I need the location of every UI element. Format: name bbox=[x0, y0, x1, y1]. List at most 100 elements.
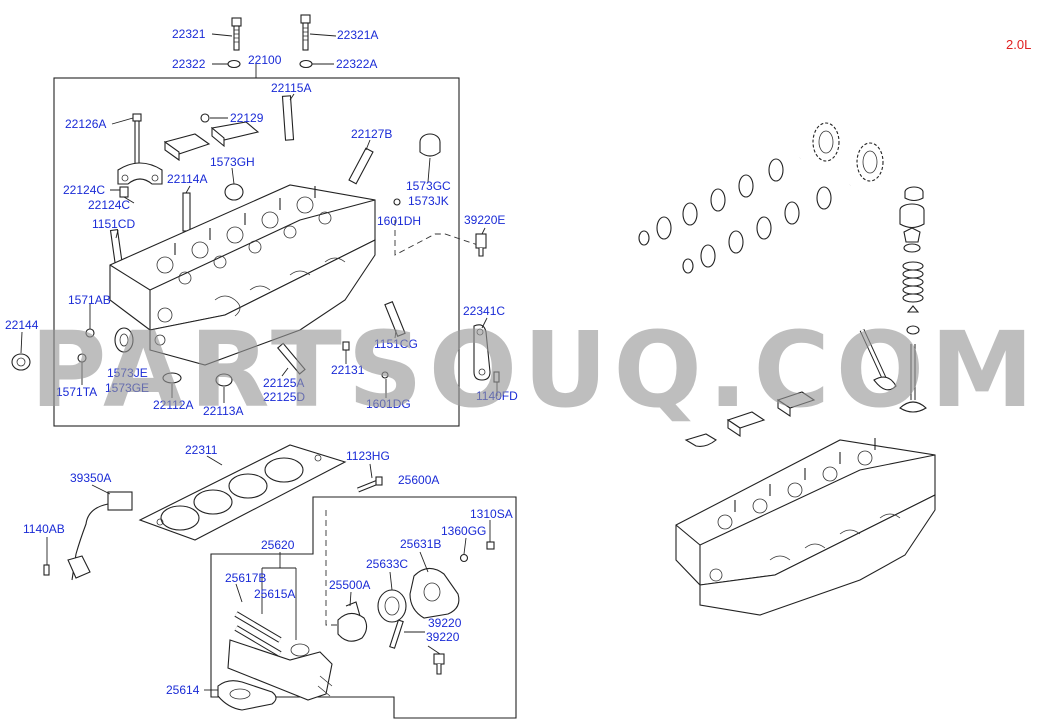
part-label-22131[interactable]: 22131 bbox=[331, 363, 365, 377]
cam-sprocket-1 bbox=[812, 122, 840, 162]
part-label-1140AB[interactable]: 1140AB bbox=[23, 522, 65, 536]
dowel-22124C bbox=[119, 186, 129, 198]
stud-1151CG bbox=[384, 301, 406, 337]
part-label-1601DH[interactable]: 1601DH bbox=[377, 214, 422, 228]
plug-1571TA bbox=[77, 353, 87, 363]
water-pipe-25620 bbox=[227, 611, 333, 701]
part-label-1360GG[interactable]: 1360GG bbox=[441, 524, 487, 538]
plug-1573JE bbox=[114, 327, 134, 353]
cylinder-head-right bbox=[675, 438, 936, 616]
part-label-22311[interactable]: 22311 bbox=[185, 443, 218, 457]
stud-22127B bbox=[348, 147, 374, 185]
bolt-22321A bbox=[300, 14, 311, 51]
head-gasket-22311 bbox=[138, 444, 347, 541]
part-label-1571TA[interactable]: 1571TA bbox=[56, 385, 98, 399]
part-label-1573GE[interactable]: 1573GE bbox=[105, 381, 150, 395]
sensor-39220E bbox=[475, 233, 487, 257]
part-label-1310SA[interactable]: 1310SA bbox=[470, 507, 513, 521]
part-label-25500A[interactable]: 25500A bbox=[329, 578, 371, 592]
bolt-1360GG bbox=[459, 553, 469, 563]
part-label-39350A[interactable]: 39350A bbox=[70, 471, 112, 485]
pin-22115A bbox=[281, 95, 295, 141]
part-label-25617B[interactable]: 25617B bbox=[225, 571, 267, 585]
valve-2 bbox=[899, 344, 927, 413]
camshaft-1 bbox=[638, 154, 802, 246]
part-label-22114A[interactable]: 22114A bbox=[167, 172, 208, 186]
part-label-22113A[interactable]: 22113A bbox=[203, 404, 244, 418]
stud-22125A bbox=[276, 342, 306, 375]
thermostat-25500A bbox=[337, 601, 368, 642]
bolt-1310SA bbox=[486, 541, 495, 550]
plug-22112A bbox=[162, 372, 182, 384]
part-label-1573JK[interactable]: 1573JK bbox=[408, 194, 449, 208]
plug-1601DH bbox=[393, 198, 401, 206]
part-label-22124C-1[interactable]: 22124C bbox=[63, 183, 106, 197]
sensor-39220 bbox=[433, 653, 445, 675]
stud-39220 bbox=[389, 619, 404, 649]
bracket-22341C bbox=[473, 324, 491, 381]
gasket-25633C bbox=[377, 589, 407, 623]
part-label-25633C[interactable]: 25633C bbox=[366, 557, 409, 571]
part-label-25614[interactable]: 25614 bbox=[166, 683, 200, 697]
part-label-22127B[interactable]: 22127B bbox=[351, 127, 393, 141]
pin-22114A bbox=[182, 192, 191, 232]
part-label-39220-1[interactable]: 39220 bbox=[428, 616, 462, 630]
bearing-caps-22129 bbox=[163, 113, 260, 162]
part-label-22125D[interactable]: 22125D bbox=[263, 390, 306, 404]
part-label-25631B[interactable]: 25631B bbox=[400, 537, 442, 551]
plug-1571AB bbox=[85, 328, 95, 338]
cylinder-head-group-box bbox=[53, 77, 460, 427]
part-label-1573GC[interactable]: 1573GC bbox=[406, 179, 451, 193]
part-label-1140FD[interactable]: 1140FD bbox=[476, 389, 518, 403]
bolt-22126A bbox=[132, 113, 142, 166]
part-label-22129[interactable]: 22129 bbox=[230, 111, 264, 125]
part-label-25615A[interactable]: 25615A bbox=[254, 587, 296, 601]
part-label-1151CD[interactable]: 1151CD bbox=[92, 217, 136, 231]
part-label-22322[interactable]: 22322 bbox=[172, 57, 206, 71]
part-label-1571AB[interactable]: 1571AB bbox=[68, 293, 111, 307]
bolt-22321 bbox=[231, 17, 242, 51]
part-label-1573JE[interactable]: 1573JE bbox=[107, 366, 148, 380]
plug-22113A bbox=[215, 373, 233, 387]
part-label-22321A[interactable]: 22321A bbox=[337, 28, 379, 42]
part-label-22125A[interactable]: 22125A bbox=[263, 376, 305, 390]
bearing-caps-right bbox=[684, 391, 816, 447]
plug-1573GH bbox=[224, 183, 244, 201]
part-label-22341C[interactable]: 22341C bbox=[463, 304, 506, 318]
part-label-1151CG[interactable]: 1151CG bbox=[374, 337, 418, 351]
part-label-22321[interactable]: 22321 bbox=[172, 27, 206, 41]
part-label-22112A[interactable]: 22112A bbox=[153, 398, 194, 412]
bolt-1140AB bbox=[43, 564, 50, 576]
engine-variant-label: 2.0L bbox=[1006, 37, 1032, 52]
bolt-1123HG bbox=[357, 476, 383, 493]
sensor-39350A bbox=[67, 491, 133, 581]
part-label-22115A[interactable]: 22115A bbox=[271, 81, 312, 95]
washer-22322 bbox=[227, 59, 241, 69]
plug-1573GC bbox=[419, 133, 441, 157]
thermostat-group-box bbox=[210, 496, 517, 719]
part-label-39220E[interactable]: 39220E bbox=[464, 213, 506, 227]
gasket-25614 bbox=[217, 680, 277, 711]
plug-1601DG bbox=[381, 371, 389, 379]
part-label-22124C-2[interactable]: 22124C bbox=[88, 198, 131, 212]
part-label-25620[interactable]: 25620 bbox=[261, 538, 295, 552]
cam-sprocket-2 bbox=[856, 142, 884, 182]
part-label-25600A[interactable]: 25600A bbox=[398, 473, 440, 487]
part-label-22100[interactable]: 22100 bbox=[248, 53, 282, 67]
part-label-1123HG[interactable]: 1123HG bbox=[346, 449, 390, 463]
bolt-22131 bbox=[342, 341, 350, 351]
part-label-22144[interactable]: 22144 bbox=[5, 318, 39, 332]
part-label-1573GH[interactable]: 1573GH bbox=[210, 155, 255, 169]
bolt-1140FD bbox=[493, 371, 500, 383]
part-label-39220-2[interactable]: 39220 bbox=[426, 630, 460, 644]
part-label-22126A[interactable]: 22126A bbox=[65, 117, 107, 131]
camshaft-2 bbox=[682, 181, 852, 274]
valve-1 bbox=[859, 328, 897, 391]
housing-25631B bbox=[409, 567, 460, 619]
washer-22322A bbox=[299, 59, 313, 69]
part-label-1601DG[interactable]: 1601DG bbox=[366, 397, 411, 411]
valve-train-stack bbox=[899, 186, 925, 335]
part-label-22322A[interactable]: 22322A bbox=[336, 57, 378, 71]
